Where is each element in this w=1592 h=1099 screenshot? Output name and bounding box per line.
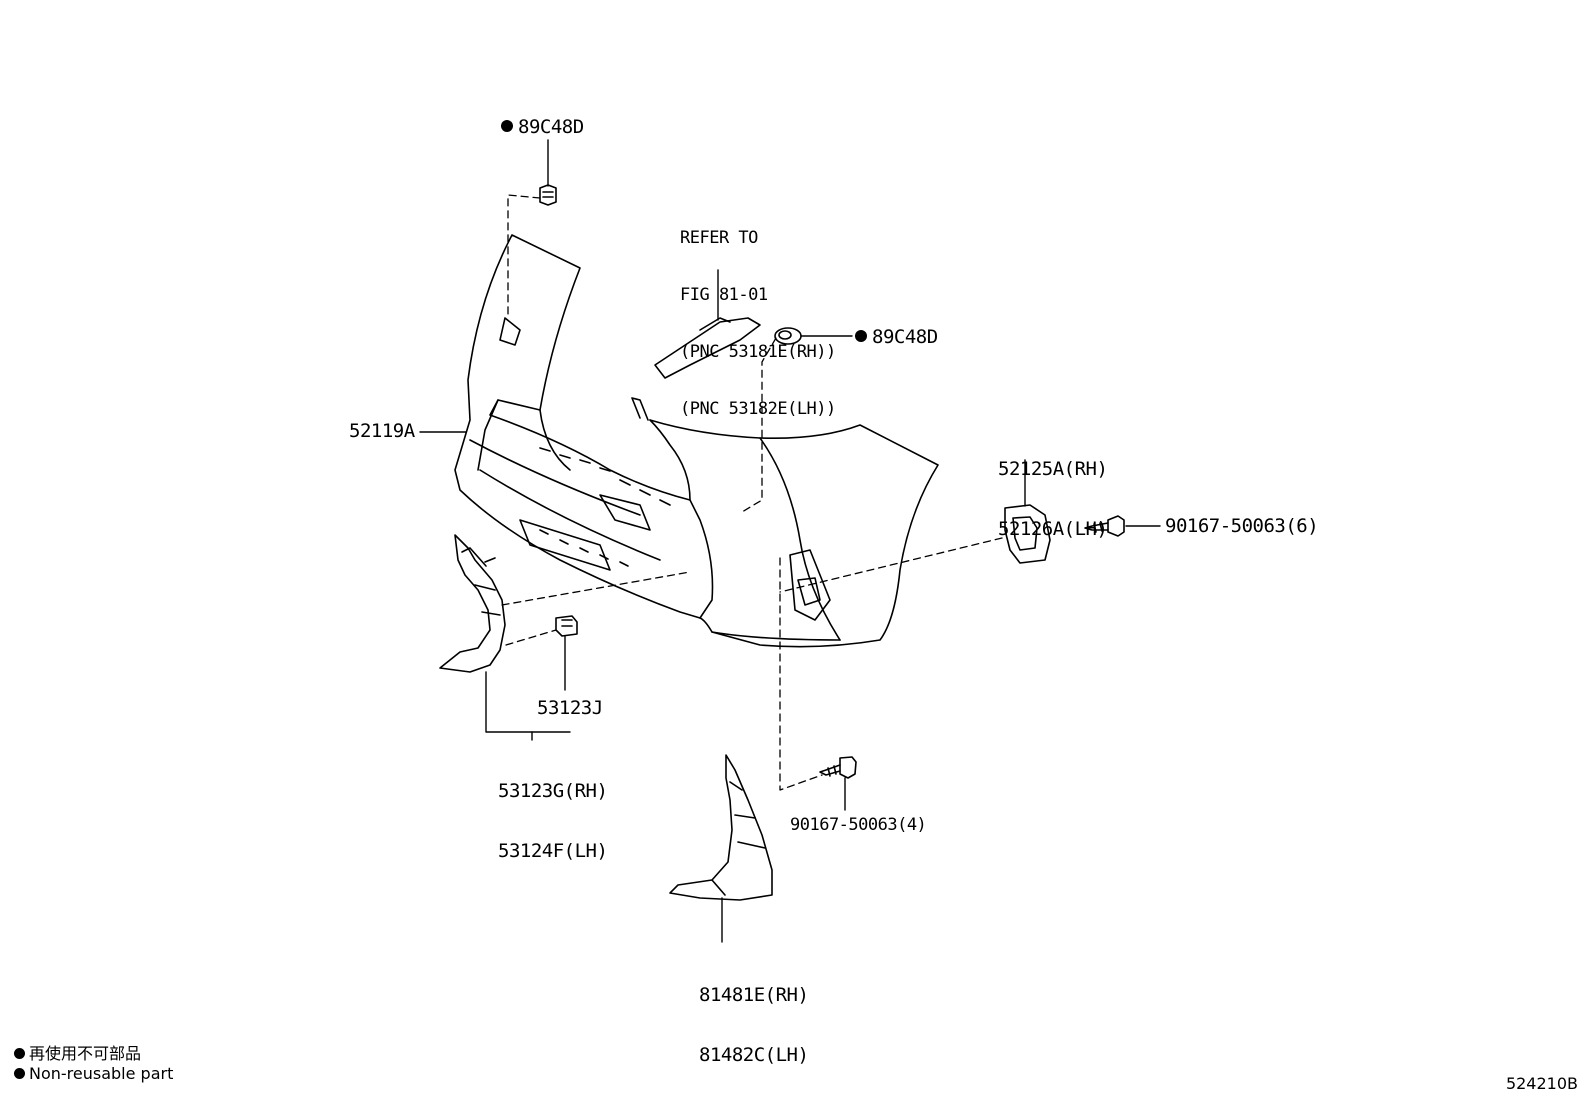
- dashed-guide-lines: [501, 194, 1003, 791]
- non-reusable-dot-icon: [14, 1068, 25, 1079]
- figure-number: 524210B: [1505, 1074, 1578, 1093]
- refer-line-2: FIG 81-01: [680, 285, 768, 305]
- callout-screw-6: 90167-50063(6): [1165, 515, 1319, 537]
- non-reusable-dot-icon: [14, 1048, 25, 1059]
- legend-line-ja: 再使用不可部品: [14, 1044, 173, 1064]
- callout-clip-right: 89C48D: [855, 327, 938, 347]
- callout-clip-top: 89C48D: [501, 117, 584, 137]
- callout-refer-block: REFER TO FIG 81-01 (PNC 53181E(RH)) (PNC…: [680, 191, 836, 438]
- callout-retainer: 52125A(RH) 52126A(LH): [998, 419, 1108, 559]
- refer-line-4: (PNC 53182E(LH)): [680, 399, 836, 419]
- retainer-rh: 52125A(RH): [998, 458, 1108, 480]
- refer-line-1: REFER TO: [680, 228, 758, 248]
- legend-ja-text: 再使用不可部品: [29, 1044, 142, 1063]
- callout-bumper-cover: 52119A: [349, 420, 415, 442]
- retainer-shape: [1004, 504, 1051, 564]
- clip-53123j-shape: [555, 615, 578, 637]
- callout-moulding: 81481E(RH) 81482C(LH): [699, 945, 809, 1085]
- refer-line-3: (PNC 53181E(RH)): [680, 342, 836, 362]
- moulding-shape: [669, 754, 773, 901]
- non-reusable-dot-icon: [501, 120, 513, 132]
- fog-lamp-cover-shape: [654, 317, 761, 379]
- bumper-cover-shape: [454, 234, 939, 648]
- retainer-lh: 52126A(LH): [998, 518, 1108, 540]
- bracket-lh: 53124F(LH): [498, 840, 608, 862]
- screw-lower-shape: [819, 756, 857, 779]
- callout-bracket: 53123G(RH) 53124F(LH): [498, 741, 608, 881]
- bracket-rh: 53123G(RH): [498, 780, 608, 802]
- legend-line-en: Non-reusable part: [14, 1064, 173, 1084]
- moulding-lh: 81482C(LH): [699, 1044, 809, 1066]
- moulding-rh: 81481E(RH): [699, 984, 809, 1006]
- callout-screw-4: 90167-50063(4): [790, 815, 927, 835]
- side-bracket-shape: [439, 534, 506, 673]
- legend: 再使用不可部品 Non-reusable part: [14, 1044, 173, 1084]
- callout-clip-53123j: 53123J: [537, 697, 603, 719]
- screw-right-shape: [1084, 515, 1125, 537]
- non-reusable-dot-icon: [855, 330, 867, 342]
- callout-clip-right-text: 89C48D: [872, 326, 938, 348]
- leader-lines: [419, 139, 1161, 943]
- legend-en-text: Non-reusable part: [29, 1064, 174, 1083]
- clip-top-shape: [539, 184, 557, 206]
- callout-clip-top-text: 89C48D: [518, 116, 584, 138]
